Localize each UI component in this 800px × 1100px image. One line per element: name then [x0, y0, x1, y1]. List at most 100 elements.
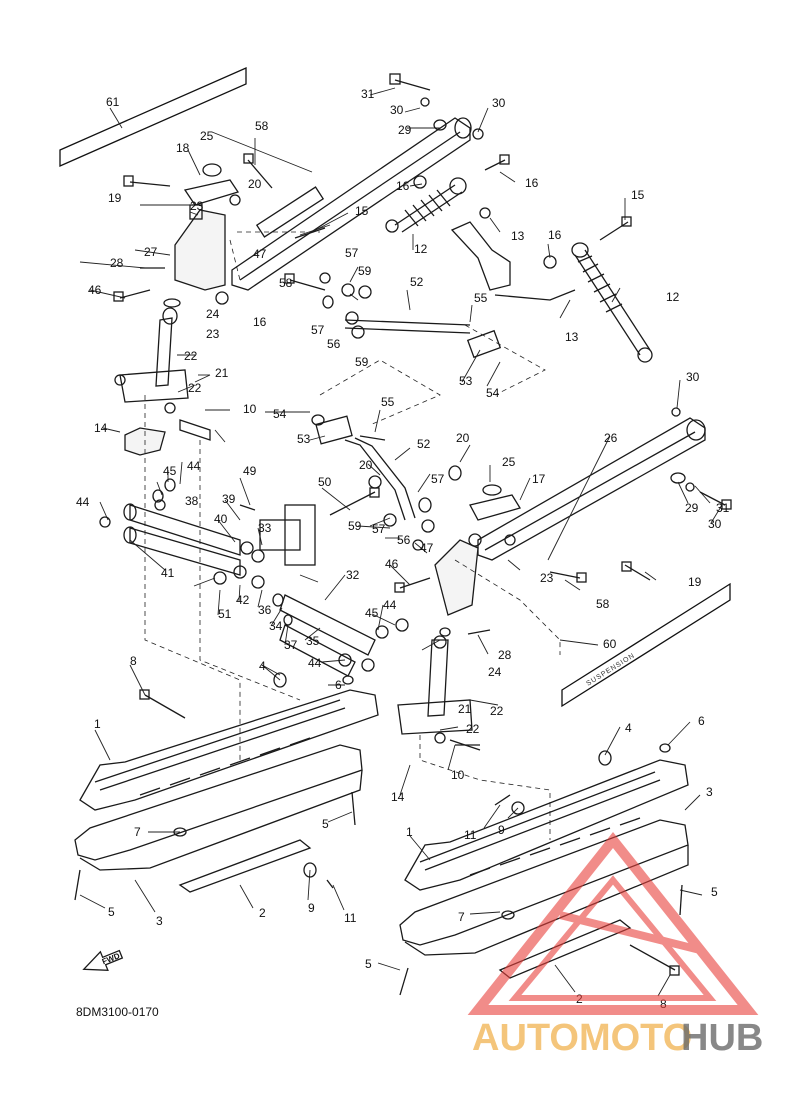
callout-53: 53 — [297, 432, 311, 446]
callout-8: 8 — [660, 997, 667, 1011]
callout-52: 52 — [417, 437, 431, 451]
callout-55: 55 — [474, 291, 488, 305]
callout-12: 12 — [666, 290, 680, 304]
callout-11: 11 — [344, 911, 357, 925]
callout-1: 1 — [94, 717, 101, 731]
callout-6: 6 — [335, 678, 342, 692]
callout-24: 24 — [488, 665, 502, 679]
slide-rail-10-upper — [179, 419, 211, 441]
callout-51: 51 — [218, 607, 232, 621]
callout-22: 22 — [188, 381, 202, 395]
callout-22: 22 — [490, 704, 504, 718]
watermark-brand-secondary: HUB — [681, 1017, 763, 1059]
callout-44: 44 — [308, 656, 322, 670]
callout-13: 13 — [565, 330, 579, 344]
callout-52: 52 — [410, 275, 424, 289]
decal-61 — [59, 67, 247, 167]
callout-22: 22 — [466, 722, 480, 736]
callout-40: 40 — [214, 512, 228, 526]
callout-30: 30 — [492, 96, 506, 110]
callout-60: 60 — [603, 637, 617, 651]
callout-44: 44 — [187, 459, 201, 473]
callout-61: 61 — [106, 95, 120, 109]
callout-55: 55 — [381, 395, 395, 409]
callout-12: 12 — [414, 242, 428, 256]
callout-42: 42 — [236, 593, 250, 607]
callout-21: 21 — [458, 702, 472, 716]
callout-5: 5 — [711, 885, 718, 899]
part-code-label: 8DM3100-0170 — [76, 1005, 159, 1019]
suspension-arm-upper-left — [231, 117, 472, 291]
callout-29: 29 — [685, 501, 699, 515]
callout-31: 31 — [716, 501, 730, 515]
callout-17: 17 — [532, 472, 546, 486]
shock-absorber-right — [571, 242, 653, 363]
callout-59: 59 — [355, 355, 369, 369]
callout-45: 45 — [365, 606, 379, 620]
callout-3: 3 — [156, 914, 163, 928]
callout-34: 34 — [269, 619, 283, 633]
callout-27: 27 — [144, 245, 158, 259]
callout-47: 47 — [253, 247, 267, 261]
callout-45: 45 — [163, 464, 177, 478]
callout-9: 9 — [498, 823, 505, 837]
callout-16: 16 — [253, 315, 267, 329]
callout-4: 4 — [625, 721, 632, 735]
tie-rod-52-upper — [344, 319, 502, 359]
callout-20: 20 — [248, 177, 262, 191]
callout-36: 36 — [258, 603, 272, 617]
callout-44: 44 — [383, 598, 397, 612]
callout-10: 10 — [451, 768, 465, 782]
callout-16: 16 — [396, 179, 410, 193]
tie-rod-52-middle — [315, 415, 416, 521]
callout-59: 59 — [358, 264, 372, 278]
callout-38: 38 — [185, 494, 199, 508]
shock-bracket-13 — [450, 221, 576, 301]
callout-59: 59 — [348, 519, 362, 533]
callout-20: 20 — [359, 458, 373, 472]
steering-spindle-right — [397, 494, 522, 735]
callout-26: 26 — [604, 431, 618, 445]
callout-58: 58 — [596, 597, 610, 611]
callout-10: 10 — [243, 402, 257, 416]
callout-35: 35 — [306, 634, 320, 648]
callout-18: 18 — [176, 141, 190, 155]
forward-direction-indicator: FWD — [82, 949, 124, 971]
callout-32: 32 — [346, 568, 360, 582]
callout-58: 58 — [255, 119, 269, 133]
callout-30: 30 — [708, 517, 722, 531]
callout-47: 47 — [420, 541, 434, 555]
callout-20: 20 — [456, 431, 470, 445]
callout-7: 7 — [458, 910, 465, 924]
center-linkage — [123, 503, 376, 677]
callout-53: 53 — [459, 374, 473, 388]
callout-4: 4 — [259, 659, 266, 673]
callout-37: 37 — [284, 638, 298, 652]
callout-23: 23 — [190, 199, 204, 213]
fwd-label: FWD — [101, 951, 121, 966]
ski-left — [74, 689, 379, 893]
callout-3: 3 — [706, 785, 713, 799]
callout-56: 56 — [397, 533, 411, 547]
callout-14: 14 — [94, 421, 108, 435]
callout-7: 7 — [134, 825, 141, 839]
decal-60: SUSPENSION — [561, 582, 731, 708]
callout-57: 57 — [372, 522, 386, 536]
callout-5: 5 — [322, 817, 329, 831]
callout-57: 57 — [311, 323, 325, 337]
callout-25: 25 — [502, 455, 516, 469]
callout-31: 31 — [361, 87, 375, 101]
callout-5: 5 — [365, 957, 372, 971]
callout-1: 1 — [406, 825, 413, 839]
callout-8: 8 — [130, 654, 137, 668]
callout-58: 58 — [279, 276, 293, 290]
ski-right — [399, 759, 689, 979]
steering-spindle-upper-left — [119, 179, 240, 403]
callout-54: 54 — [486, 386, 500, 400]
callout-50: 50 — [318, 475, 332, 489]
callout-29: 29 — [398, 123, 412, 137]
callout-41: 41 — [161, 566, 175, 580]
callout-15: 15 — [631, 188, 645, 202]
callout-13: 13 — [511, 229, 525, 243]
callout-25: 25 — [200, 129, 214, 143]
